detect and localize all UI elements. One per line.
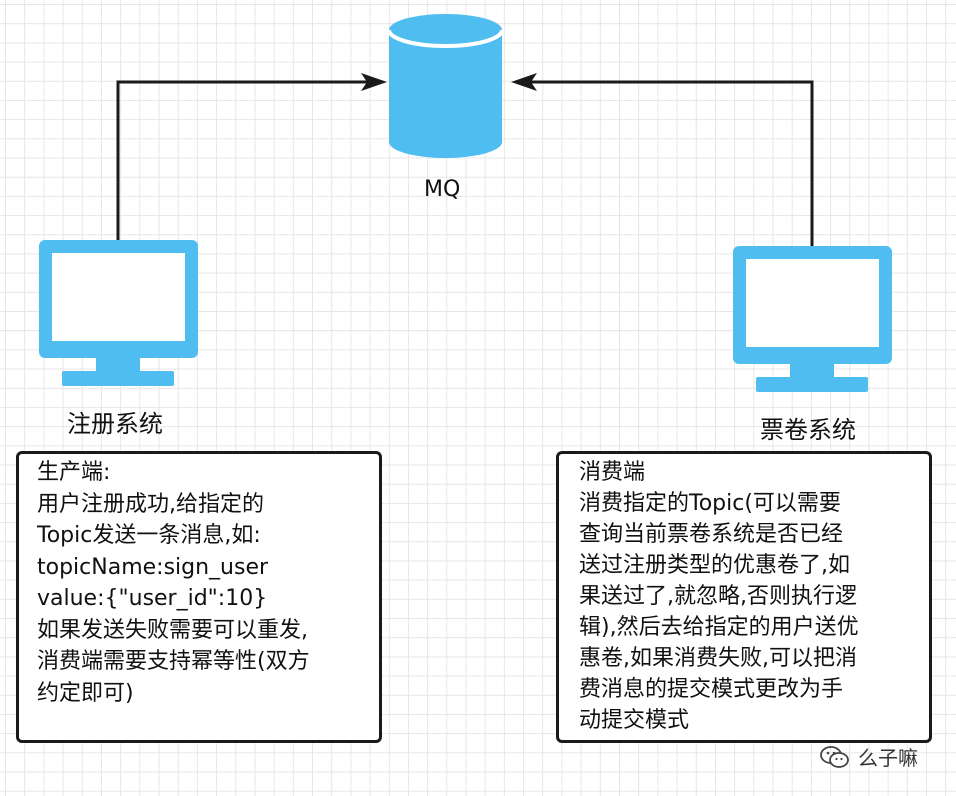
coupon-system-label: 票卷系统 — [760, 416, 856, 444]
arrow-register-to-mq — [116, 80, 370, 240]
producer-note-line: 生产端: — [37, 460, 111, 485]
arrow-coupon-to-mq — [528, 80, 814, 246]
register-system-label: 注册系统 — [67, 410, 163, 438]
arrowhead-left — [361, 73, 387, 91]
consumer-note-line: 动提交模式 — [579, 708, 690, 733]
producer-note-line: 如果发送失败需要可以重发, — [37, 617, 308, 643]
producer-note-line: value:{"user_id":10} — [37, 586, 268, 611]
mq-label: MQ — [424, 177, 461, 202]
consumer-note-line: 费消息的提交模式更改为手 — [579, 677, 844, 702]
wechat-icon — [820, 745, 849, 768]
producer-note-line: Topic发送一条消息,如: — [37, 523, 261, 548]
producer-note-line: 约定即可) — [37, 680, 134, 706]
consumer-note-box: 消费端 消费指定的Topic(可以需要 查询当前票卷系统是否已经 送过注册类型的… — [556, 451, 932, 743]
consumer-note-line: 惠卷,如果消费失败,可以把消 — [579, 646, 857, 671]
consumer-note-line: 果送过了,就忽略,否则执行逻 — [579, 584, 857, 609]
database-icon — [387, 14, 504, 158]
producer-note-box: 生产端: 用户注册成功,给指定的 Topic发送一条消息,如: topicNam… — [16, 451, 382, 743]
producer-note-line: 用户注册成功,给指定的 — [37, 491, 264, 517]
consumer-note-line: 消费指定的Topic(可以需要 — [579, 491, 841, 516]
consumer-note-line: 消费端 — [579, 460, 646, 485]
consumer-note-line: 查询当前票卷系统是否已经 — [579, 522, 844, 547]
monitor-icon-coupon — [733, 246, 892, 392]
watermark-text: 么子嘛 — [858, 746, 918, 770]
arrowhead-right — [511, 73, 537, 91]
consumer-note-line: 送过注册类型的优惠卷了,如 — [579, 553, 850, 578]
monitor-icon-register — [39, 240, 198, 386]
producer-note-line: 消费端需要支持幂等性(双方 — [37, 649, 310, 674]
producer-note-line: topicName:sign_user — [37, 554, 269, 580]
watermark: 么子嘛 — [820, 742, 918, 771]
consumer-note-line: 辑),然后去给指定的用户送优 — [579, 615, 859, 640]
